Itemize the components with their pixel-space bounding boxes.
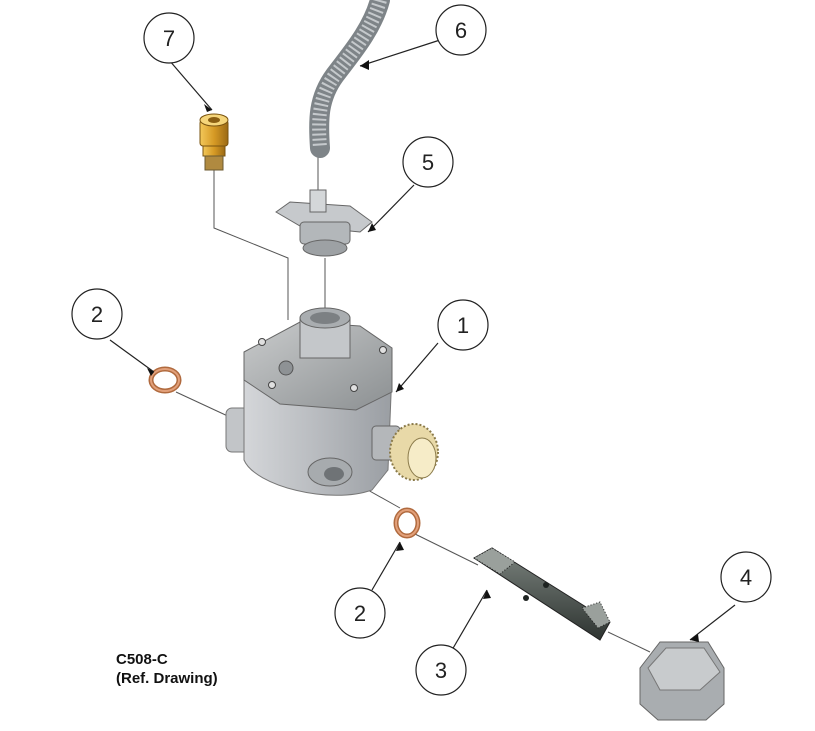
callout-5-label: 5 <box>422 150 434 175</box>
drawing-caption: C508-C (Ref. Drawing) <box>116 650 218 688</box>
clamp-part <box>275 189 373 257</box>
hex-cap-part <box>639 641 725 721</box>
drawing-note: (Ref. Drawing) <box>116 670 218 687</box>
washer-part-lower <box>393 507 421 539</box>
callout-2-lower-label: 2 <box>354 601 366 626</box>
callout-3-label: 3 <box>435 658 447 683</box>
washer-part-upper <box>148 366 182 394</box>
leader-arrowheads <box>147 60 699 642</box>
flex-conduit-part <box>309 0 390 158</box>
threaded-stem-part <box>473 547 611 641</box>
callout-2-lower: 2 <box>334 587 386 639</box>
callout-6: 6 <box>435 4 487 56</box>
housing-body-part <box>225 307 439 496</box>
callout-6-label: 6 <box>455 18 467 43</box>
drawing-code: C508-C <box>116 651 168 668</box>
callout-2-upper-label: 2 <box>91 302 103 327</box>
brass-fitting-part <box>199 113 229 171</box>
leader-lines <box>109 39 736 651</box>
callout-4-label: 4 <box>740 565 752 590</box>
callout-3: 3 <box>415 644 467 696</box>
callout-1-label: 1 <box>457 313 469 338</box>
callout-2-upper: 2 <box>71 288 123 340</box>
callout-7: 7 <box>143 12 195 64</box>
callout-4: 4 <box>720 551 772 603</box>
callout-1: 1 <box>437 299 489 351</box>
callout-7-label: 7 <box>163 26 175 51</box>
callout-5: 5 <box>402 136 454 188</box>
alignment-lines <box>175 150 651 653</box>
